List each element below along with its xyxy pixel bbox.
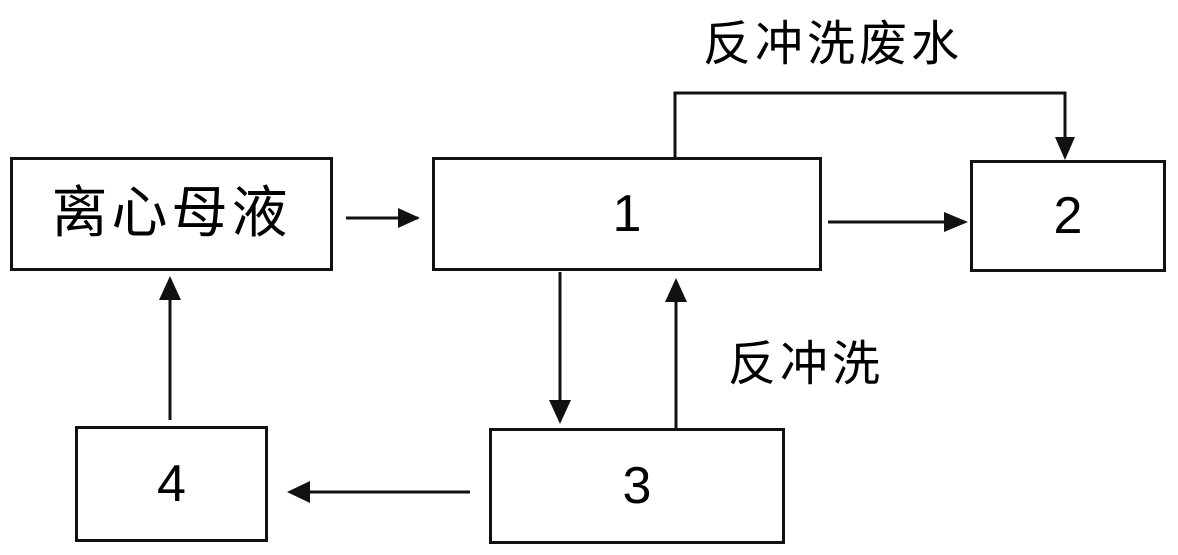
label-backwash: 反冲洗 xyxy=(728,336,885,392)
label-backwash-wastewater: 反冲洗废水 xyxy=(703,16,964,72)
node-3-label: 3 xyxy=(622,457,652,515)
node-1-label: 1 xyxy=(612,185,642,243)
node-4-label: 4 xyxy=(157,455,186,513)
arrow-backwash-wastewater xyxy=(673,91,1067,157)
node-4: 4 xyxy=(75,426,268,542)
arrowhead-3-to-4 xyxy=(287,481,310,503)
node-3: 3 xyxy=(489,428,785,544)
node-1: 1 xyxy=(432,157,822,271)
node-mother-liquor: 离心母液 xyxy=(10,157,333,271)
arrowhead-mother-to-1 xyxy=(398,208,420,228)
arrowhead-1-to-2 xyxy=(944,212,968,232)
arrowhead-4-to-mother xyxy=(159,276,181,300)
node-2-label: 2 xyxy=(1053,187,1083,245)
node-2: 2 xyxy=(970,160,1166,272)
node-mother-liquor-label: 离心母液 xyxy=(51,181,292,246)
arrowhead-3-to-1 xyxy=(665,278,687,302)
arrowhead-1-to-3 xyxy=(549,400,571,424)
arrowhead-backwash-wastewater xyxy=(1055,137,1075,160)
